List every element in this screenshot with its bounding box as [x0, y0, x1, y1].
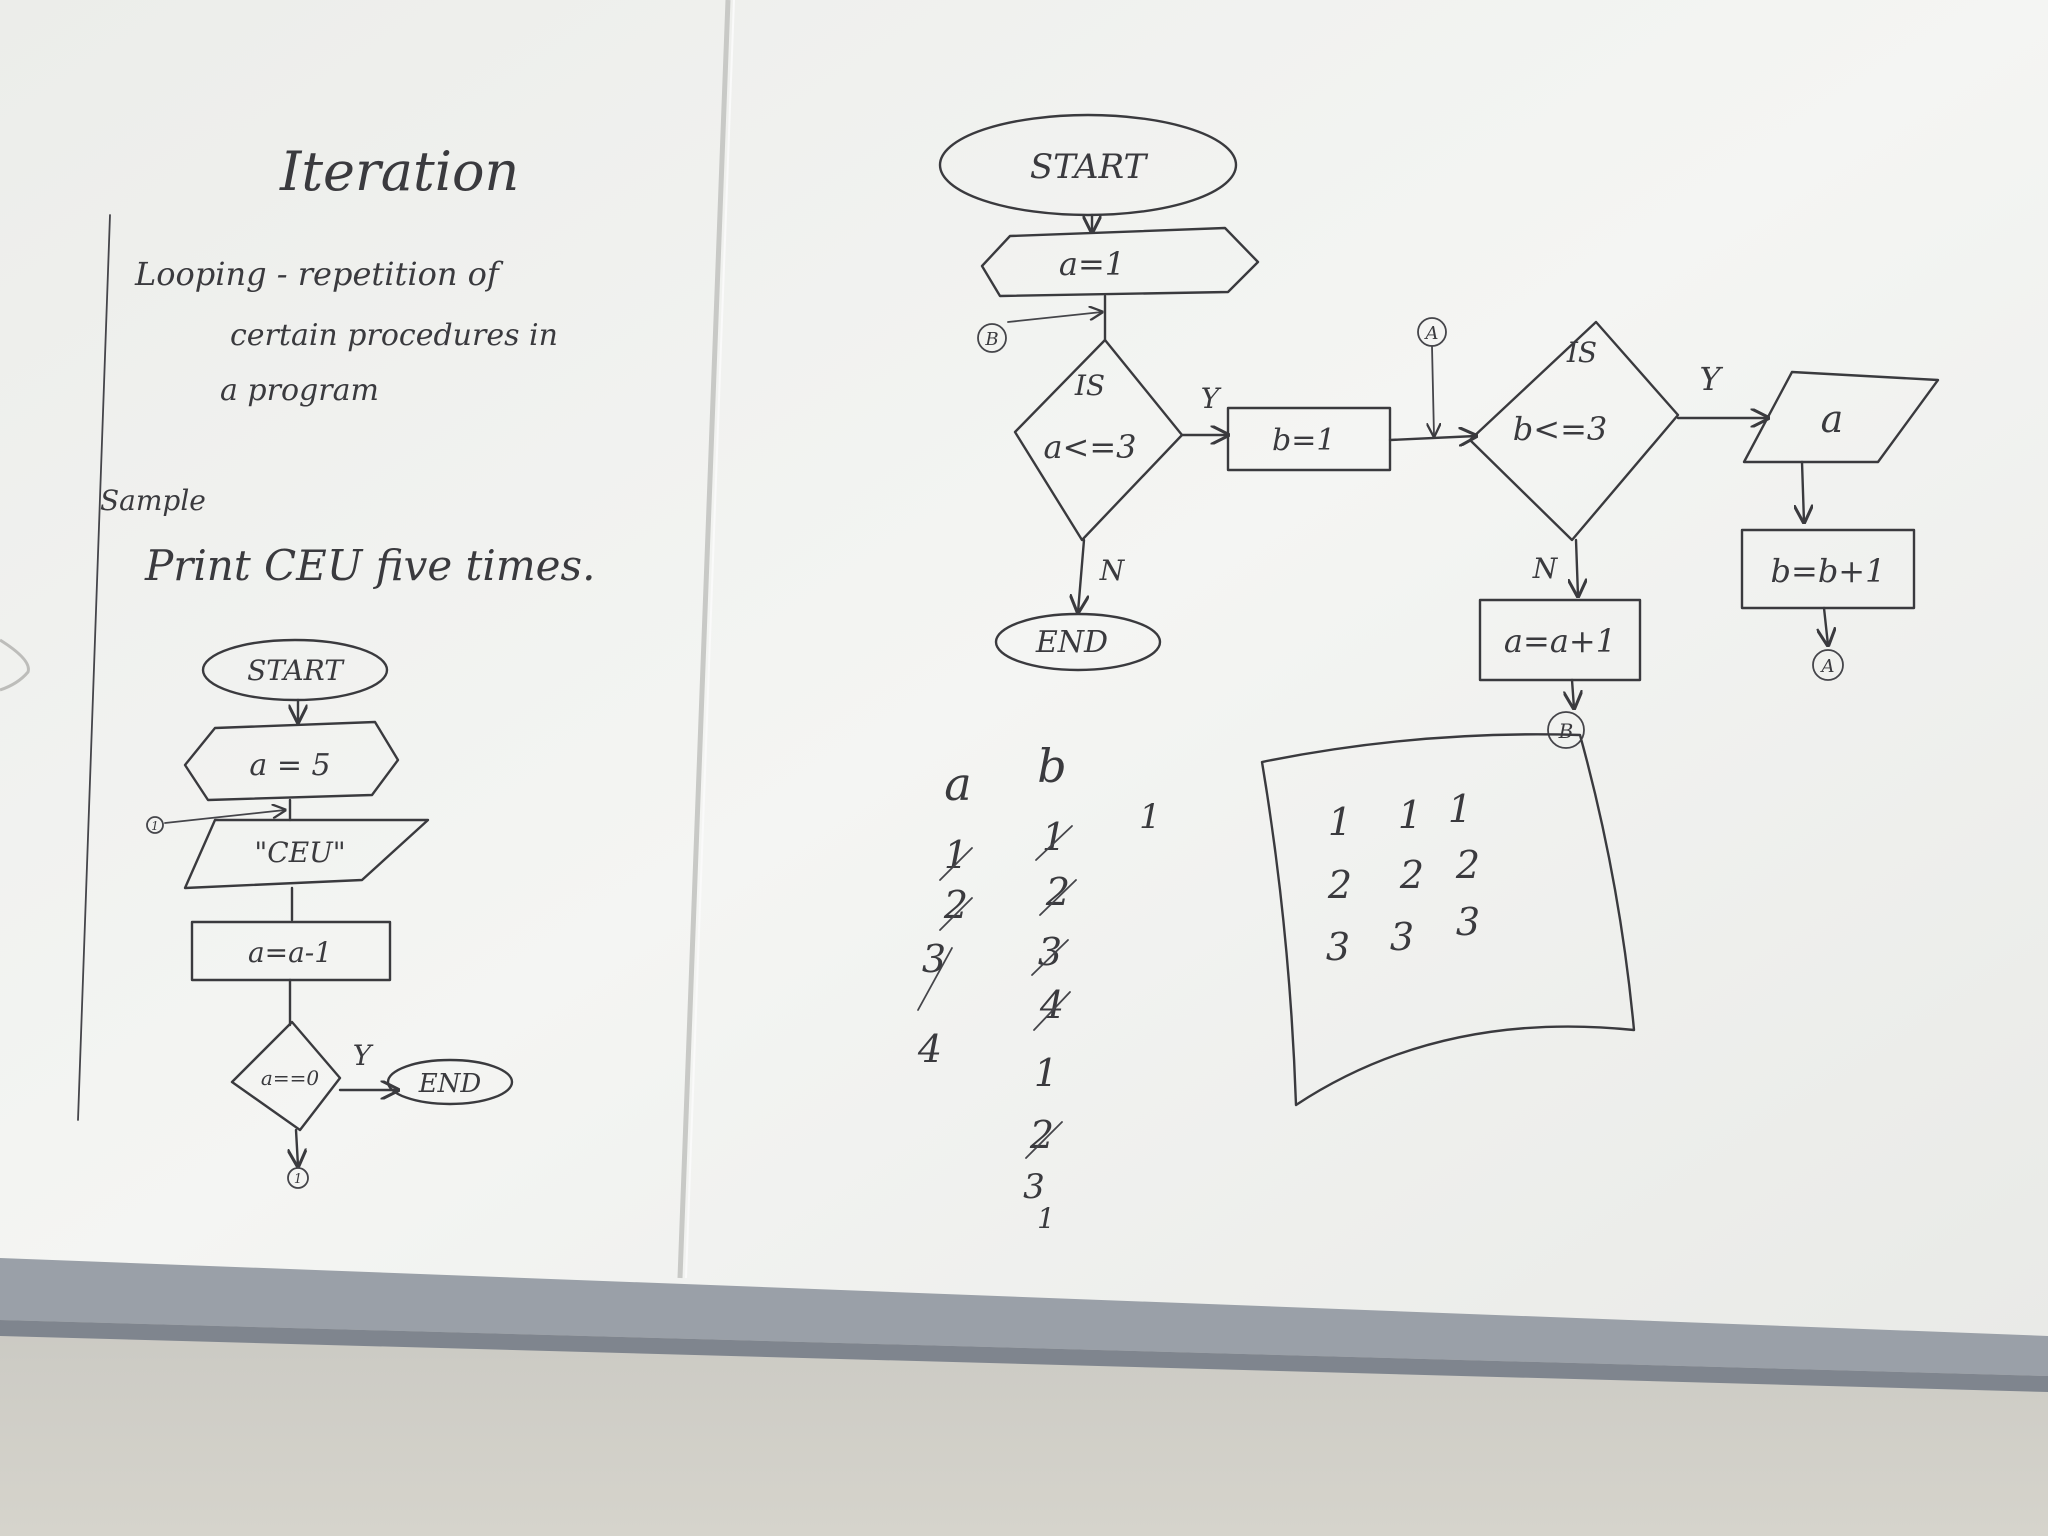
trace-stray-mark: 1 — [1139, 797, 1161, 837]
decision-b-cond: b<=3 — [1513, 410, 1607, 448]
decision-a-no: N — [1099, 554, 1126, 587]
sample-label: Sample — [100, 484, 206, 517]
output-a-label: a — [1821, 397, 1844, 441]
connector-b-in-label: B — [984, 329, 998, 350]
increment-a-label: a=a+1 — [1504, 622, 1616, 660]
end-terminal-2 — [994, 612, 1162, 672]
decision-yes-label: Y — [353, 1039, 374, 1072]
decision-a-is: IS — [1074, 369, 1105, 402]
topic-title: Iteration — [279, 140, 519, 203]
trace-b-7: 3 — [1023, 1167, 1045, 1207]
trace-header-b: b — [1037, 739, 1066, 793]
decision-box — [230, 1020, 342, 1132]
connector-b-out-label: B — [1558, 719, 1574, 743]
start-terminal — [201, 638, 389, 702]
loop-connector-out-label: 1 — [294, 1172, 302, 1187]
doc-r1-c1: 1 — [1328, 800, 1352, 844]
connector-b-out — [1547, 711, 1585, 749]
trace-header-a: a — [944, 757, 971, 811]
document-shape — [1260, 733, 1636, 1107]
left-panel: Iteration Looping - repetition of certai… — [77, 140, 595, 1189]
doc-r3-c1: 3 — [1326, 925, 1350, 969]
output-ceu — [183, 818, 430, 890]
start-label: START — [247, 654, 345, 687]
doc-r2-c2: 2 — [1399, 853, 1424, 897]
init-b-label: b=1 — [1272, 423, 1335, 458]
board-tray — [0, 1258, 2048, 1376]
decision-b-is: IS — [1566, 336, 1597, 369]
increment-a-box — [1478, 598, 1642, 682]
decision-b-box — [1468, 320, 1680, 542]
right-panel: START a=1 B IS a<=3 N END Y b=1 A I — [917, 113, 1940, 1235]
decision-label: a==0 — [261, 1066, 319, 1090]
increment-b-label: b=b+1 — [1771, 552, 1886, 590]
definition-line-2: certain procedures in — [230, 318, 558, 353]
connector-a-out — [1812, 649, 1844, 681]
nested-loop-flowchart: START a=1 B IS a<=3 N END Y b=1 A I — [938, 113, 1940, 749]
decision-a-yes: Y — [1201, 382, 1222, 415]
doc-r3-c3: 3 — [1456, 900, 1480, 944]
task-statement: Print CEU five times. — [144, 541, 595, 590]
decision-a-cond: a<=3 — [1043, 428, 1136, 466]
doc-r2-c1: 2 — [1327, 863, 1352, 907]
connector-a-in-label: A — [1424, 323, 1439, 344]
doc-r1-c2: 1 — [1398, 793, 1422, 837]
output-document: 1 1 1 2 2 2 3 3 3 — [1260, 733, 1636, 1107]
end-label: END — [418, 1069, 482, 1099]
loop-connector-in — [146, 816, 164, 834]
trace-b-8: 1 — [1037, 1202, 1055, 1235]
increment-b-box — [1740, 528, 1916, 610]
output-a-box — [1742, 370, 1940, 464]
decision-b-yes: Y — [1699, 360, 1723, 398]
trace-b-1: 1 — [1042, 815, 1066, 859]
init-box — [183, 720, 400, 802]
sample-flowchart: START a = 5 1 "CEU" a=a-1 a==0 Y END 1 — [146, 638, 514, 1189]
doc-r2-c3: 2 — [1455, 843, 1480, 887]
trace-b-3: 3 — [1038, 930, 1062, 974]
output-ceu-label: "CEU" — [254, 836, 345, 869]
start-label-2: START — [1030, 147, 1149, 187]
connector-b-in — [977, 323, 1007, 353]
trace-a-3: 3 — [922, 937, 946, 981]
end-terminal — [386, 1058, 514, 1106]
connector-a-out-label: A — [1820, 656, 1835, 677]
trace-table: a b 1 1 2 3 4 1 2 3 4 1 2 3 1 — [917, 739, 1161, 1235]
loop-connector-in-label: 1 — [151, 819, 159, 833]
whiteboard-surface — [0, 0, 2048, 1340]
trace-a-4: 4 — [917, 1027, 942, 1071]
init-a-box — [980, 226, 1260, 298]
doc-r1-c3: 1 — [1448, 787, 1472, 831]
doc-r3-c2: 3 — [1390, 915, 1414, 959]
definition-line-3: a program — [220, 373, 379, 408]
loop-connector-out — [287, 1167, 309, 1189]
trace-b-5: 1 — [1034, 1051, 1058, 1095]
decrement-label: a=a-1 — [248, 936, 332, 969]
decision-b-no: N — [1532, 552, 1559, 585]
board-seam — [677, 0, 731, 1279]
end-label-2: END — [1035, 625, 1108, 660]
decision-a-box — [1013, 338, 1184, 542]
init-label: a = 5 — [249, 748, 330, 783]
init-a-label: a=1 — [1059, 245, 1125, 283]
definition-line-1: Looping - repetition of — [134, 255, 504, 293]
